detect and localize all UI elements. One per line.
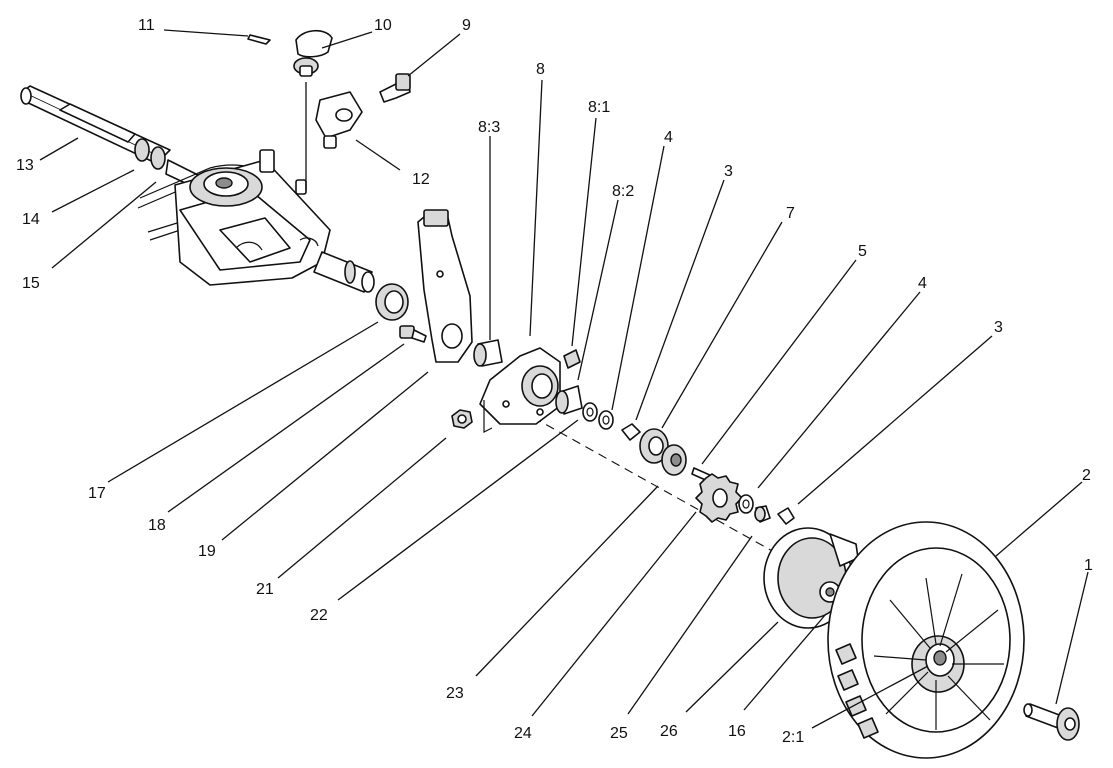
callout-labels: 1 2 2:1 3 3 4 4 5 7 8 8:1 8:2 8:3 9 10 1… <box>16 17 1093 746</box>
shoulder-bolt-1 <box>1023 703 1080 741</box>
callout-9: 9 <box>462 17 471 34</box>
clip-3a <box>621 423 641 441</box>
bolt-9 <box>379 73 411 103</box>
callout-4b: 4 <box>918 275 927 292</box>
callout-7: 7 <box>786 205 795 222</box>
nut-21 <box>451 409 473 429</box>
grease-fitting-8-1 <box>563 349 581 369</box>
callout-1: 1 <box>1084 557 1093 574</box>
callout-17: 17 <box>88 485 106 502</box>
callout-10: 10 <box>374 17 392 34</box>
drive-shaft <box>20 85 201 191</box>
washer-4b <box>738 494 754 514</box>
callout-8-2: 8:2 <box>612 183 634 200</box>
assembly-axis <box>519 409 861 601</box>
callout-13: 13 <box>16 157 34 174</box>
clip-3b <box>777 507 795 525</box>
spacer-25 <box>754 505 771 523</box>
callout-15: 15 <box>22 275 40 292</box>
callout-14: 14 <box>22 211 40 228</box>
callout-5: 5 <box>858 243 867 260</box>
bolt-18 <box>399 325 427 343</box>
wheel-2 <box>827 521 1025 759</box>
callout-11: 11 <box>138 17 155 34</box>
bushing-17 <box>375 283 409 321</box>
cotter-pin-11 <box>247 34 271 45</box>
callout-4a: 4 <box>664 129 673 146</box>
callout-12: 12 <box>412 171 430 188</box>
transmission-housing <box>174 149 331 286</box>
knob-10 <box>293 29 333 77</box>
washer-4a <box>598 410 614 430</box>
callout-23: 23 <box>446 685 464 702</box>
bracket-12 <box>315 91 363 149</box>
callout-8-1: 8:1 <box>588 99 610 116</box>
callout-19: 19 <box>198 543 216 560</box>
tire-tread <box>835 643 879 739</box>
bearing-23 <box>661 444 687 476</box>
callout-18: 18 <box>148 517 166 534</box>
washer-22 <box>582 402 598 422</box>
hub-cover-16 <box>763 527 859 629</box>
callout-22: 22 <box>310 607 328 624</box>
pinion-gear-24 <box>695 473 743 523</box>
callout-8-3: 8:3 <box>478 119 500 136</box>
callout-25: 25 <box>610 725 628 742</box>
callout-2-1: 2:1 <box>782 729 804 746</box>
leader-lines <box>39 29 1089 729</box>
callout-3a: 3 <box>724 163 733 180</box>
wheel-spokes <box>873 573 1004 730</box>
height-adjust-plate-19 <box>417 209 473 363</box>
callout-26: 26 <box>660 723 678 740</box>
wheel-bracket-8 <box>479 347 561 433</box>
callout-8: 8 <box>536 61 545 78</box>
output-axle <box>313 251 375 293</box>
callout-3b: 3 <box>994 319 1003 336</box>
callout-2: 2 <box>1082 467 1091 484</box>
callout-21: 21 <box>256 581 274 598</box>
callout-16: 16 <box>728 723 746 740</box>
bearing-7 <box>639 428 669 464</box>
bushing-8-2 <box>555 385 583 415</box>
callout-24: 24 <box>514 725 532 742</box>
bushing-8-3 <box>473 339 503 367</box>
